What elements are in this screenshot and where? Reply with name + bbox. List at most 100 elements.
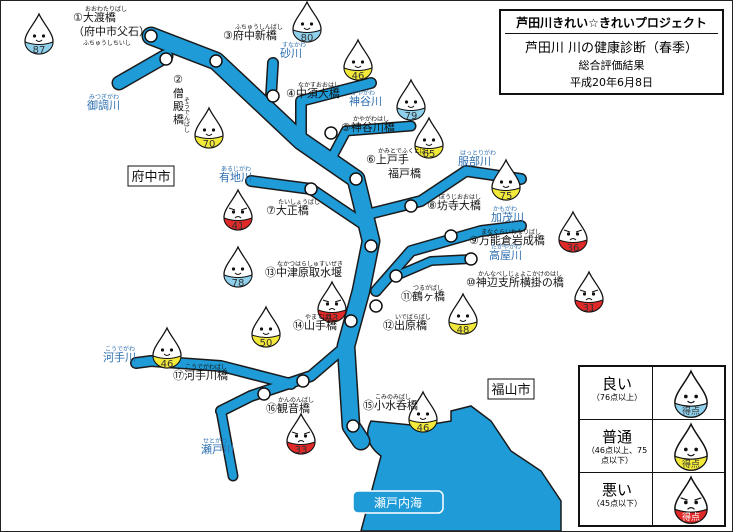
- station-score-17: 46: [161, 359, 174, 370]
- station-name-16: ⑯観音橋: [266, 401, 310, 415]
- station-name-3: ③府中新橋: [223, 28, 277, 42]
- survey-title: 芦田川 川の健康診断（春季）: [524, 41, 699, 56]
- station-point-9: [444, 229, 458, 243]
- station-score-4: 46: [352, 71, 365, 82]
- station-ruby-4: なかすおおはし: [298, 82, 340, 89]
- station-name-9: ⑨万能倉岩成橋: [469, 233, 545, 247]
- station-name-char: 橋: [173, 112, 184, 126]
- station-ruby-11: つるがばし: [413, 284, 443, 292]
- station-point-5: [324, 126, 338, 140]
- survey-date: 平成20年6月8日: [570, 76, 653, 89]
- station-score-6: 65: [423, 149, 436, 160]
- station-score-5: 79: [405, 111, 418, 122]
- city-fuchu: 府中市: [127, 165, 175, 187]
- legend-fair-badge: 得点: [682, 458, 700, 470]
- station-drop-14: 50: [251, 305, 281, 349]
- river-ruby-2: すなかわ: [282, 42, 306, 49]
- project-title: 芦田川きれい☆きれいプロジェクト: [505, 14, 718, 34]
- station-point-7: [304, 182, 318, 196]
- legend-drop-shape-1: [674, 369, 708, 418]
- station-drop-15: 46: [408, 390, 438, 434]
- river-name-2: 砂川: [280, 47, 302, 60]
- station-point-17: [296, 374, 310, 388]
- station-score-14: 50: [260, 338, 273, 349]
- station-ruby-16: かんのんばし: [278, 396, 314, 404]
- river-labels: みつぎがわ御調川すなかわ砂川かやがわ神谷川はっとりがわ服部川あるじがわ有地川かも…: [87, 42, 524, 456]
- station-name-7: ⑦大正橋: [266, 203, 309, 217]
- legend-good-label: 良い: [601, 375, 632, 393]
- legend-good-range: （76点以上）: [591, 393, 643, 402]
- station-drop-2: 70: [194, 106, 224, 150]
- station-name-17: ⑰河手川橋: [173, 368, 228, 382]
- station-ruby-13: なかつはらしゅすいぜき: [277, 261, 343, 268]
- station-note-ruby-1: ふちゅうしちいし: [83, 40, 131, 47]
- station-name-10: ⑩神辺支所横掛の橋: [466, 275, 564, 289]
- station-score-13: 78: [232, 278, 245, 289]
- station-drop-12: 48: [448, 292, 478, 336]
- city-fukuyama-label: 福山市: [491, 382, 530, 398]
- station-ruby-8: ぼうじおおはし: [439, 194, 481, 201]
- station-name-15: ⑮小水呑橋: [363, 398, 418, 412]
- station-drop-7: 41: [223, 188, 253, 232]
- river-name-8: 河手川: [103, 350, 136, 364]
- river-ruby-3: かやがわ: [351, 89, 375, 97]
- legend: 良い （76点以上） 得点 普通 （46点以上、75点以下） 得点 悪い （45…: [578, 365, 726, 527]
- sea-label: 瀬戸内海: [352, 490, 444, 514]
- station-ruby-10: かんなべしじょよこかけのはし: [478, 271, 562, 278]
- station-drop-11: 43: [317, 280, 347, 324]
- legend-good-badge: 得点: [682, 405, 700, 417]
- station-drop-8: 75: [491, 158, 521, 202]
- station-name-13: ⑬中津原取水堰: [265, 266, 342, 279]
- station-point-2: [159, 52, 173, 66]
- river-name-4: 服部川: [458, 154, 491, 168]
- station-ruby-5: かやがわはし: [353, 115, 389, 123]
- station-point-1: [144, 29, 158, 43]
- station-drop-6: 65: [414, 116, 444, 160]
- station-score-2: 70: [203, 139, 216, 150]
- legend-fair: 普通 （46点以上、75点以下） 得点: [580, 420, 724, 473]
- station-name-char: 僧: [173, 87, 184, 100]
- station-score-15: 46: [417, 423, 430, 434]
- legend-drop-shape-3: [674, 475, 708, 524]
- station-ruby-7: たいしょうばし: [278, 198, 320, 206]
- city-fuchu-label: 府中市: [131, 169, 170, 185]
- city-fukuyama: 福山市: [487, 378, 535, 400]
- station-score-10: 31: [583, 303, 596, 314]
- station-ruby-15: こみのみばし: [375, 393, 411, 401]
- station-name-14: ⑭山手橋: [293, 318, 337, 332]
- river-name-5: 有地川: [219, 170, 252, 184]
- station-ruby-12: いでばらばし: [395, 313, 431, 321]
- station-score-8: 75: [500, 191, 513, 202]
- station-ruby-17: こうでがわばし: [185, 363, 227, 371]
- station-score-7: 41: [232, 221, 245, 232]
- station-point-6: [349, 172, 363, 186]
- river-ruby-9: せとがわ: [203, 437, 227, 445]
- river-ruby-4: はっとりがわ: [460, 149, 496, 157]
- river-ruby-8: こうでがわ: [105, 345, 135, 353]
- station-score-11: 43: [326, 313, 339, 324]
- river-ruby-1: みつぎがわ: [89, 93, 119, 101]
- station-ruby-3: ふちゅうしんばし: [235, 23, 283, 31]
- station-score-3: 80: [301, 33, 314, 44]
